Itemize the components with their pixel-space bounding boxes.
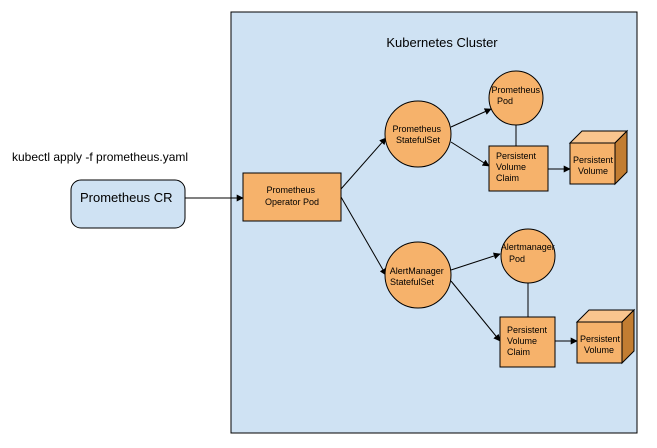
alertmanager-pv-label: Persistent Volume	[580, 334, 623, 355]
prometheus-statefulset-node[interactable]	[384, 100, 452, 168]
prometheus-statefulset-label: Prometheus StatefulSet	[392, 124, 443, 145]
arrow-am-statefulset-to-pod	[450, 252, 501, 271]
operator-pod-label: Prometheus Operator Pod	[265, 185, 319, 207]
alertmanager-pod-label: Alertmanager Pod	[501, 242, 558, 264]
prometheus-cr-node[interactable]	[70, 179, 186, 229]
prometheus-pv-node[interactable]	[568, 129, 629, 186]
alertmanager-statefulset-node[interactable]	[384, 241, 452, 309]
arrow-operator-to-am-statefulset	[340, 196, 387, 276]
kubernetes-cluster-box	[230, 11, 638, 434]
arrow-operator-to-prom-statefulset	[340, 137, 387, 190]
operator-pod-node[interactable]	[242, 172, 342, 222]
alertmanager-statefulset-label: AlertManager StatefulSet	[390, 266, 447, 287]
arrow-prom-statefulset-to-pvc	[450, 141, 490, 167]
alertmanager-pvc-node[interactable]	[499, 316, 556, 368]
alertmanager-pv-node[interactable]	[575, 308, 636, 365]
arrow-prom-statefulset-to-pod	[450, 108, 492, 128]
kubectl-command: kubectl apply -f prometheus.yaml	[12, 150, 188, 164]
arrow-am-statefulset-to-pvc	[450, 280, 501, 342]
cluster-title: Kubernetes Cluster	[386, 35, 498, 50]
alertmanager-pvc-label: Persistent Volume Claim	[507, 325, 550, 357]
prometheus-pvc-label: Persistent Volume Claim	[496, 151, 539, 183]
prometheus-pv-label: Persistent Volume	[573, 155, 616, 176]
prometheus-cr-label: Prometheus CR	[80, 190, 172, 205]
prometheus-pod-label: Prometheus Pod	[491, 85, 542, 106]
alertmanager-pod-node[interactable]	[500, 228, 556, 284]
prometheus-pvc-node[interactable]	[488, 145, 549, 192]
